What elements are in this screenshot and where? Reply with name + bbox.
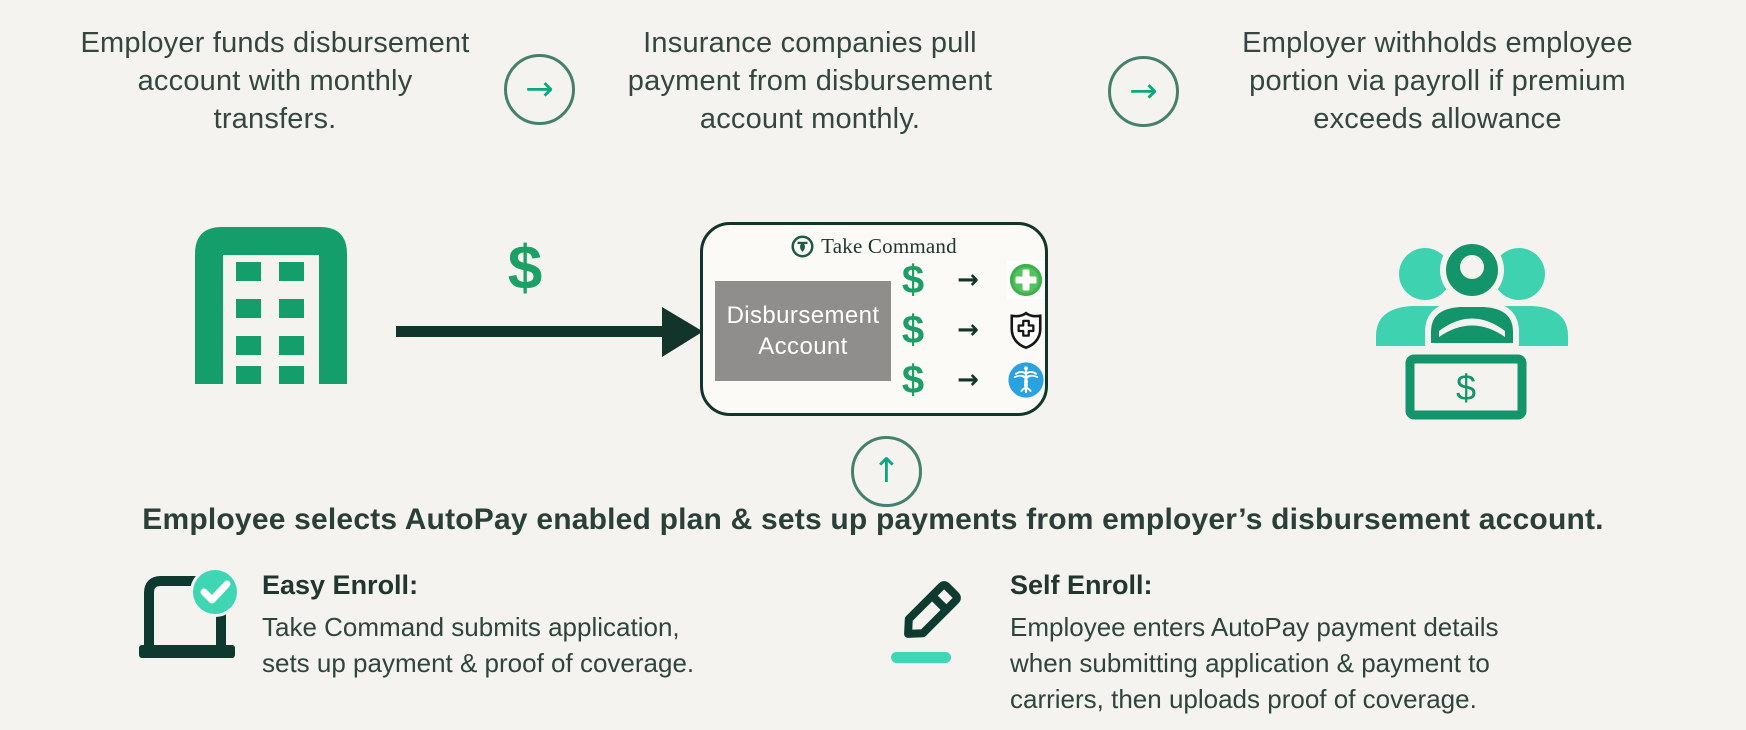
laptop-check-icon: [139, 567, 240, 658]
money-dollar-sign: $: [1456, 367, 1476, 408]
panel-label-line1: Disbursement: [726, 302, 880, 329]
flow-dollar-sign: $: [507, 234, 543, 303]
right-arrow-icon: →: [957, 265, 979, 295]
payment-row: $ →: [897, 255, 1045, 305]
easy-enroll-title: Easy Enroll:: [262, 570, 419, 600]
step-text-insurance-pull: Insurance companies pull payment from di…: [627, 27, 993, 135]
panel-label-line2: Account: [758, 333, 848, 360]
money-flow-arrow: [396, 307, 703, 357]
step-text-employer-withholds: Employer withholds employee portion via …: [1242, 27, 1633, 135]
carrier-payment-rows: $ → $ → $ →: [897, 255, 1045, 405]
easy-enroll-line: sets up payment & proof of coverage.: [262, 648, 695, 678]
self-enroll-line: when submitting application & payment to: [1010, 648, 1490, 678]
right-arrow-icon: →: [957, 365, 979, 395]
green-cross-circle-icon: [1007, 261, 1045, 299]
self-enroll-line: Employee enters AutoPay payment details: [1010, 612, 1499, 642]
autopay-headline: Employee selects AutoPay enabled plan & …: [142, 503, 1604, 536]
step-connector-circle-1: →: [504, 54, 575, 125]
easy-enroll-line: Take Command submits application,: [262, 612, 680, 642]
medical-shield-icon: [1010, 311, 1042, 349]
payment-row: $ →: [897, 355, 1045, 405]
right-arrow-icon: →: [525, 68, 554, 109]
dollar-sign: $: [901, 308, 925, 352]
self-enroll-title: Self Enroll:: [1010, 570, 1153, 600]
disbursement-account-box: Take Command Disbursement Account $ → $: [700, 222, 1048, 416]
right-arrow-icon: →: [957, 315, 979, 345]
money-note: [1405, 354, 1527, 420]
brand-row: Take Command: [703, 234, 1045, 259]
self-enroll-block: Self Enroll: Employee enters AutoPay pay…: [1010, 570, 1499, 717]
dollar-sign: $: [901, 358, 925, 402]
caduceus-icon: [1008, 362, 1044, 398]
employer-building-icon: [195, 227, 347, 384]
up-connector-circle: ↑: [851, 436, 922, 507]
pencil-icon: [891, 581, 961, 663]
easy-enroll-block: Easy Enroll: Take Command submits applic…: [262, 570, 694, 681]
right-arrow-icon: →: [1129, 70, 1158, 111]
self-enroll-line: carriers, then uploads proof of coverage…: [1010, 684, 1477, 714]
payment-row: $ →: [897, 305, 1045, 355]
brand-name: Take Command: [821, 234, 957, 258]
pencil-underline: [891, 652, 951, 663]
take-command-logo-icon: [791, 235, 814, 258]
up-arrow-icon: ↑: [872, 450, 901, 491]
dollar-sign: $: [901, 258, 925, 302]
employees-group-icon: $: [1376, 238, 1568, 420]
step-text-employer-funds: Employer funds disbursement account with…: [80, 27, 470, 135]
step-connector-circle-2: →: [1108, 56, 1179, 127]
disbursement-panel: Disbursement Account: [715, 281, 891, 381]
